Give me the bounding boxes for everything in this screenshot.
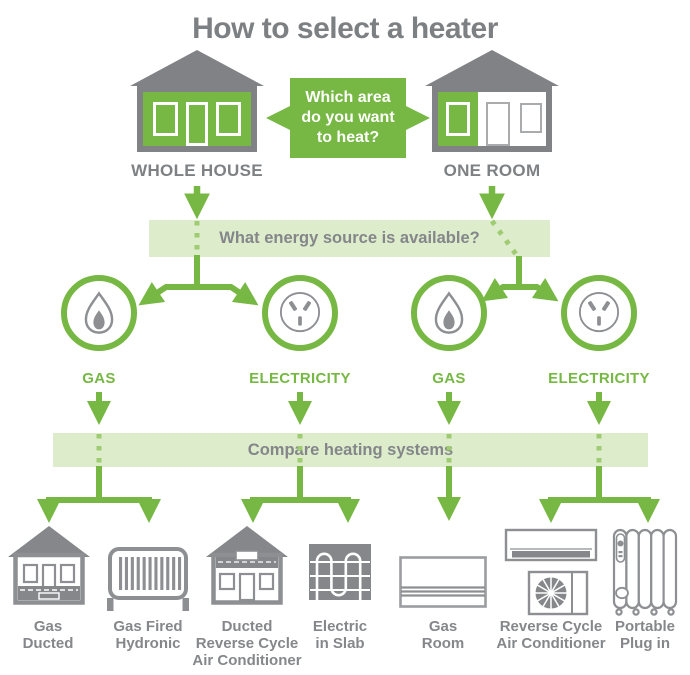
energy-node-gas-one-room xyxy=(411,275,487,351)
one-room-label: ONE ROOM xyxy=(443,161,541,180)
window-icon xyxy=(153,102,178,136)
door-icon xyxy=(186,102,208,146)
energy-branch-right xyxy=(481,256,559,302)
system-label-electric-in-slab: Electric in Slab xyxy=(312,618,368,652)
energy-node-electricity-one-room xyxy=(561,275,637,351)
one-room-roof xyxy=(425,50,559,86)
slab-coil-icon xyxy=(309,544,371,603)
system-label-ducted-reverse-cycle-ac: Ducted Reverse Cycle Air Conditioner xyxy=(192,618,302,669)
energy-node-electricity-whole-house xyxy=(262,275,338,351)
whole-house-body xyxy=(137,86,257,152)
whole-house-label: WHOLE HOUSE xyxy=(131,161,263,180)
energy-branch-left xyxy=(138,255,259,306)
gas-flame-icon xyxy=(84,291,114,334)
ducted-ac-house-icon xyxy=(206,526,288,605)
one-room-body xyxy=(432,86,552,152)
power-outlet-icon xyxy=(279,292,321,333)
split-system-ac-icon xyxy=(504,528,598,616)
system-label-reverse-cycle-ac: Reverse Cycle Air Conditioner xyxy=(496,618,606,652)
system-label-gas-room: Gas Room xyxy=(421,618,465,652)
hydronic-radiator-icon xyxy=(107,547,189,611)
window-icon xyxy=(520,103,542,133)
window-icon xyxy=(216,102,241,136)
compare-systems-banner: Compare heating systems xyxy=(53,433,648,467)
gas-flame-icon xyxy=(434,291,464,334)
window-icon xyxy=(446,102,470,136)
gas-room-heater-icon xyxy=(399,556,487,608)
energy-to-compare-arrows xyxy=(87,392,611,425)
house-down-arrows xyxy=(184,186,505,220)
compare-branches xyxy=(37,466,660,523)
energy-question-banner: What energy source is available? xyxy=(149,220,550,257)
energy-node-gas-whole-house xyxy=(61,275,137,351)
system-label-gas-ducted: Gas Ducted xyxy=(22,618,74,652)
energy-label-gas: GAS xyxy=(82,370,116,387)
door-icon xyxy=(486,102,510,146)
system-label-gas-fired-hydronic: Gas Fired Hydronic xyxy=(113,618,183,652)
heated-room-highlight xyxy=(438,92,478,146)
energy-label-gas: GAS xyxy=(432,370,466,387)
system-label-portable-plug-in: Portable Plug in xyxy=(614,618,675,652)
gas-ducted-house-icon xyxy=(8,526,90,605)
whole-house-roof xyxy=(130,50,264,86)
oil-column-heater-icon xyxy=(612,528,678,616)
energy-label-electricity: ELECTRICITY xyxy=(249,370,351,387)
dashed-connectors xyxy=(96,219,602,467)
page-title: How to select a heater xyxy=(192,12,498,45)
energy-label-electricity: ELECTRICITY xyxy=(548,370,650,387)
power-outlet-icon xyxy=(578,292,620,333)
decision-question-box: Which area do you want to heat? xyxy=(290,78,406,158)
